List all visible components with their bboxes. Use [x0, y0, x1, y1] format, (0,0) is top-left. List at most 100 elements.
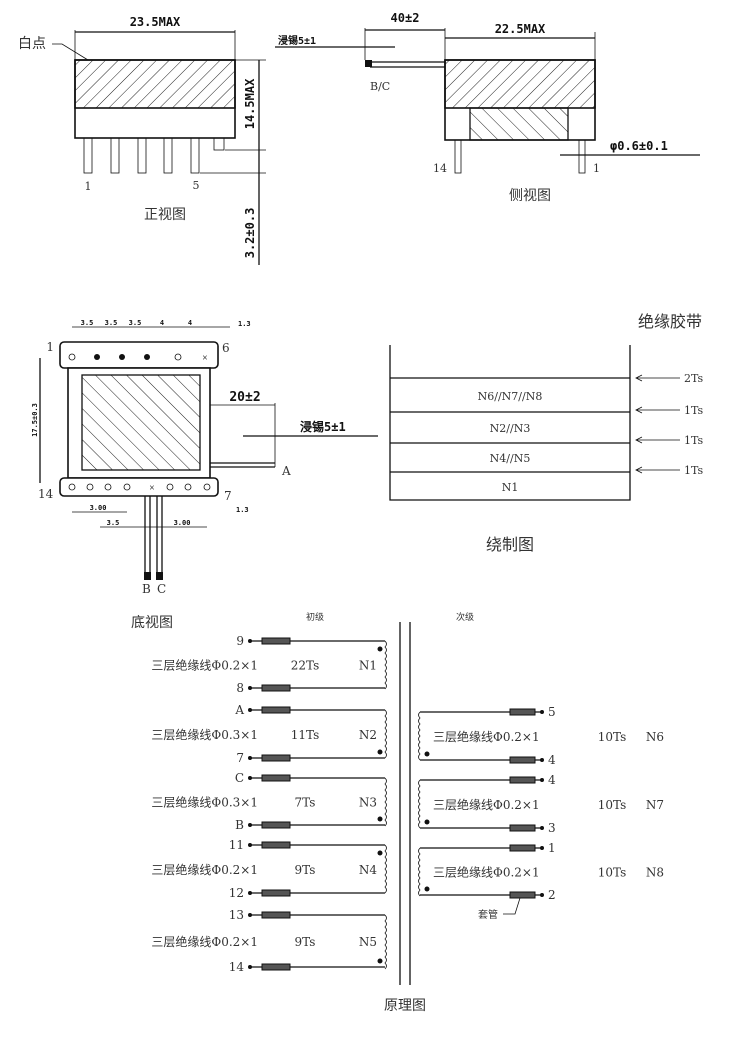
edge-dim-bottom: 1.3: [236, 506, 249, 514]
sleeve-leader: [503, 897, 521, 915]
bottom-dim-2: 3.5: [107, 519, 120, 527]
winding-name: N8: [646, 866, 664, 880]
winding-name: N4: [359, 863, 378, 877]
pitch-dim-1: 3.5: [81, 319, 94, 327]
side-core-lower: [469, 107, 569, 141]
pin-label: B: [235, 818, 244, 832]
bottom-view: × × 3.5 3.5 3.5 4 4 1.3 17.5±0.3 3.00 3.…: [31, 319, 378, 631]
pin-label: 12: [229, 886, 244, 900]
winding-coil: [384, 914, 387, 970]
sleeve: [509, 756, 536, 764]
wire-spec: 三层绝缘线Φ0.2×1: [433, 865, 540, 880]
turns: 22Ts: [291, 659, 320, 673]
front-pin-1-label: 1: [85, 180, 92, 193]
pin-diameter-dim: φ0.6±0.1: [610, 139, 668, 153]
wire-spec: 三层绝缘线Φ0.2×1: [151, 862, 258, 877]
front-view-title: 正视图: [144, 207, 186, 223]
bottom-core: [81, 374, 201, 471]
wire-spec: 三层绝缘线Φ0.3×1: [151, 795, 258, 810]
lead-b-label: B: [142, 582, 151, 596]
pitch-dim-5: 4: [188, 319, 192, 327]
pin-label: 4: [548, 773, 556, 787]
bottom-bottom-pins: ×: [68, 483, 211, 494]
side-view-title: 侧视图: [509, 188, 551, 204]
sleeve: [261, 841, 291, 849]
pin-label: C: [235, 771, 244, 785]
winding-name: N2: [359, 728, 377, 742]
winding-name: N1: [359, 659, 377, 673]
polarity-dot: [424, 751, 430, 757]
bottom-pin-7-label: 7: [224, 489, 232, 503]
tape-turns-2: 1Ts: [684, 404, 704, 417]
turns: 9Ts: [295, 935, 316, 949]
wire-spec: 三层绝缘线Φ0.2×1: [433, 729, 540, 744]
front-pin-5-label: 5: [193, 179, 200, 192]
sleeve: [261, 963, 291, 971]
sleeve: [261, 754, 291, 762]
polarity-dot: [377, 749, 383, 755]
polarity-dot: [377, 646, 383, 652]
winding-coil: [384, 844, 387, 894]
bottom-pin-6-label: 6: [222, 341, 230, 355]
tape-turns-1: 2Ts: [684, 372, 704, 385]
bottom-dim-1: 3.00: [90, 504, 107, 512]
polarity-dot: [377, 816, 383, 822]
terminal-dot: [540, 826, 544, 830]
pin-label: 4: [548, 753, 556, 767]
svg-text:×: ×: [149, 483, 155, 494]
pitch-dim-3: 3.5: [129, 319, 142, 327]
lead-a-label: A: [281, 464, 291, 478]
bottom-view-title: 底视图: [131, 615, 173, 631]
winding-coil: [418, 711, 421, 761]
winding-coil: [384, 640, 387, 690]
front-width-dim: 23.5MAX: [130, 15, 181, 29]
sleeve: [509, 824, 536, 832]
winding-layer-2: N2//N3: [490, 422, 531, 435]
sleeve: [261, 889, 291, 897]
winding-name: N7: [646, 798, 664, 812]
side-pin-14-label: 14: [433, 162, 447, 175]
white-dot-leader: [52, 43, 89, 61]
pin-label: 11: [229, 838, 244, 852]
front-pins: [83, 137, 225, 174]
sleeve: [261, 774, 291, 782]
winding-name: N6: [646, 730, 664, 744]
sleeve: [509, 844, 536, 852]
polarity-dot: [424, 886, 430, 892]
side-core: [444, 59, 596, 109]
pin-label: 2: [548, 888, 556, 902]
sleeve: [261, 911, 291, 919]
winding-view-title: 绕制图: [486, 535, 534, 554]
pin-label: 3: [548, 821, 556, 835]
polarity-dot: [377, 958, 383, 964]
sleeve: [261, 821, 291, 829]
turns: 9Ts: [295, 863, 316, 877]
bottom-pin-14-label: 14: [38, 487, 54, 501]
bottom-lead-dim: 20±2: [229, 390, 260, 405]
wire-spec: 三层绝缘线Φ0.2×1: [151, 934, 258, 949]
schematic-title: 原理图: [384, 998, 426, 1014]
front-core: [74, 59, 236, 109]
pin-label: 9: [236, 634, 244, 648]
pin-label: 8: [236, 681, 244, 695]
side-lead-label: B/C: [370, 80, 390, 93]
winding-layer-3: N4//N5: [490, 452, 531, 465]
pin-label: 5: [548, 705, 556, 719]
pin-length-dim: 3.2±0.3: [243, 208, 257, 259]
winding-name: N3: [359, 796, 377, 810]
tape-arrows: [635, 374, 680, 474]
terminal-dot: [540, 893, 544, 897]
side-lead-dim: 40±2: [391, 11, 420, 25]
pitch-dim-2: 3.5: [105, 319, 118, 327]
winding-coil: [418, 779, 421, 829]
edge-dim-top: 1.3: [238, 320, 251, 328]
sleeve: [261, 706, 291, 714]
sleeve: [509, 891, 536, 899]
insulation-tape-label: 绝缘胶带: [638, 312, 702, 331]
turns: 10Ts: [598, 798, 627, 812]
pin-label: 7: [236, 751, 244, 765]
winding-coil: [418, 847, 421, 897]
tape-turns-3: 1Ts: [684, 434, 704, 447]
